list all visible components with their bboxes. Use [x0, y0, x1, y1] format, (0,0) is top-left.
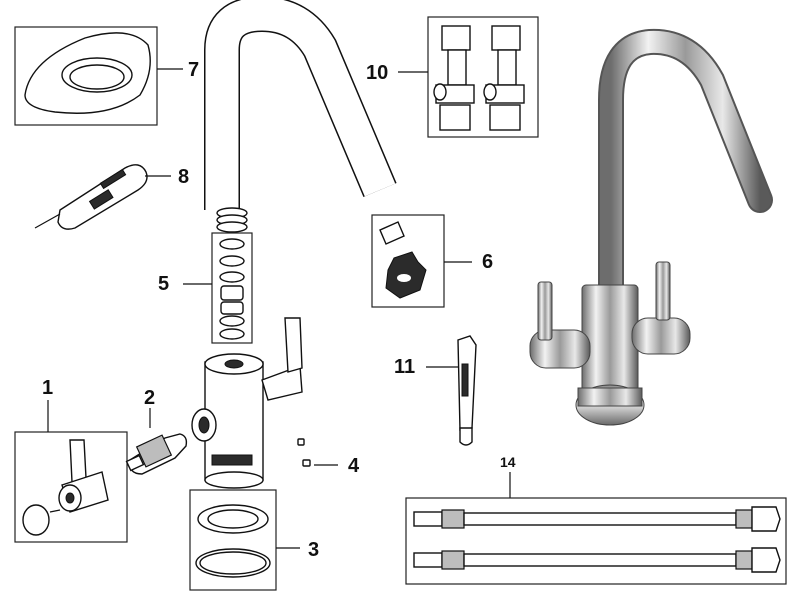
label-part-1: 1: [42, 377, 54, 399]
label-part-7: 7: [188, 59, 200, 81]
part-5-seal-kit: [183, 232, 253, 344]
part-14-flexible-hoses: [405, 472, 787, 585]
tap-column: [581, 284, 639, 396]
spout-pipe: [204, 0, 397, 233]
right-lever: [655, 261, 671, 321]
part-4-screws: [297, 438, 338, 467]
label-part-5: 5: [158, 273, 170, 295]
hose-upper: [413, 506, 781, 532]
label-part-2: 2: [144, 387, 156, 409]
tap-body: [191, 317, 303, 489]
part-3-washers: [189, 489, 300, 591]
handle-lever: [69, 439, 87, 483]
assembled-tap: [529, 28, 773, 426]
part-3-box: [189, 489, 277, 591]
hose-lower: [413, 547, 781, 573]
handle-cap: [22, 504, 50, 536]
part-1-lever-handle: [14, 400, 128, 543]
label-part-4: 4: [348, 455, 360, 477]
left-lever: [537, 281, 553, 341]
part-10-isolation-valves: [398, 16, 539, 138]
key-tool-pin: [34, 213, 61, 229]
label-part-3: 3: [308, 539, 320, 561]
part-7-box: [14, 26, 158, 126]
part-1-box: [14, 431, 128, 543]
tap-arm: [261, 365, 303, 401]
label-part-10: 10: [366, 62, 389, 84]
part-7-base-plate: [14, 26, 183, 126]
label-part-11: 11: [394, 356, 416, 378]
label-part-6: 6: [482, 251, 494, 273]
part-8-key-tool: [34, 164, 171, 230]
label-part-14: 14: [500, 454, 516, 470]
part-10-box: [427, 16, 539, 138]
part-14-box: [405, 497, 787, 585]
tap-lever: [284, 317, 303, 373]
part-6-box: [371, 214, 445, 308]
right-handle: [631, 317, 691, 355]
part-2-cartridge: [125, 408, 188, 475]
part-11-tube: [426, 335, 477, 446]
part-5-box: [211, 232, 253, 344]
label-part-8: 8: [178, 166, 190, 188]
part-6-aerator-key: [371, 214, 472, 308]
